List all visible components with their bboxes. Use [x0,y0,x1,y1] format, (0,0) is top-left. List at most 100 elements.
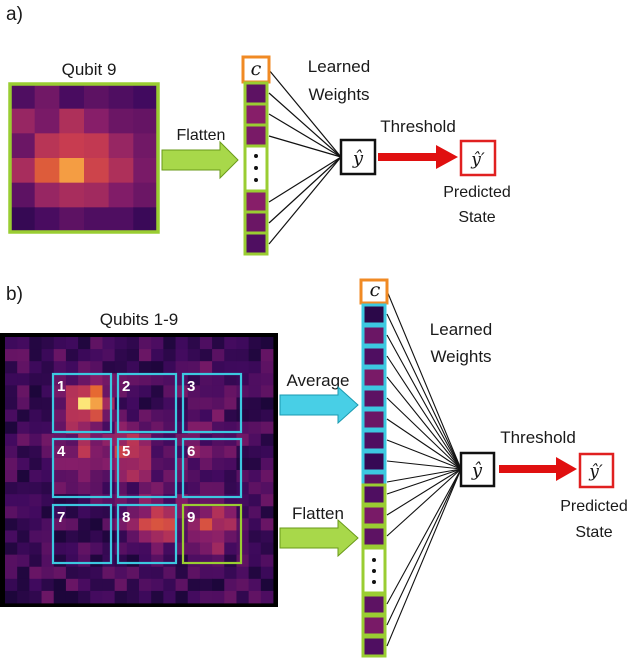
heatmap-cell [102,445,116,459]
heatmap-cell [139,518,152,531]
heatmap-cell [78,457,91,471]
heatmap-cell [175,349,189,362]
heatmap-cell [53,530,67,543]
flatten-cell [361,525,387,548]
heatmap-cell [65,409,79,423]
heatmap-cell [236,578,250,592]
heatmap-cell [10,133,36,159]
heatmap-cell [236,409,250,423]
output-symbol-a: ŷ [352,148,364,169]
weight-line [386,418,462,470]
heatmap-cell [102,385,116,398]
heatmap-cell [187,470,201,483]
heatmap-cell [102,349,116,362]
heatmap-cell [53,482,67,495]
weights-lines-a [268,69,342,245]
heatmap-cell [151,518,164,531]
heatmap-cell [133,182,159,208]
heatmap-cell [78,349,91,362]
heatmap-cell [78,409,91,423]
average-cell [361,345,387,368]
bias-symbol-b: c [370,279,381,301]
weight-line [386,313,462,470]
weight-line [386,468,462,495]
average-cell [361,303,387,326]
heatmap-cell [212,566,225,580]
weight-line [386,376,462,470]
heatmap-cell [90,349,103,362]
heatmap-cell [29,518,42,531]
heatmap-cell [5,373,18,386]
qubit-region-box [181,372,243,434]
heatmap-cell [78,397,91,410]
heatmap-cell [102,518,116,531]
heatmap-cell [41,482,55,495]
heatmap-cell [175,361,189,374]
weight-line [386,355,462,470]
heatmap-cell [41,361,55,374]
heatmap-cell [90,518,103,531]
qubit-number: 8 [122,509,130,526]
heatmap-cell [53,457,67,471]
heatmap-cell [212,506,225,519]
heatmap-cell [59,84,85,110]
heatmap-cell [65,373,79,386]
heatmap-cell [260,518,274,531]
flatten-label-a: Flatten [177,127,226,144]
heatmap-cell [151,566,164,580]
heatmap-cell [187,397,201,410]
heatmap-cell [163,542,176,556]
qubit-region-box [116,372,178,434]
heatmap-cell [175,518,189,531]
heatmap-cell [236,457,250,471]
heatmap-cell [224,385,237,398]
heatmap-cell [114,578,128,592]
heatmap-cell [133,133,159,159]
heatmap-cell [187,349,201,362]
heatmap-cell [65,518,79,531]
heatmap-cell [212,373,225,386]
heatmap-cell [17,566,30,580]
heatmap-cell [29,337,42,350]
ellipsis-dot [372,569,376,573]
weight-line [268,92,342,158]
heatmap-cell [65,578,79,592]
heatmap-cell [53,397,67,410]
heatmap-cell [151,590,164,604]
heatmap-cell [212,482,225,495]
weight-line [386,397,462,470]
heatmap-cell [187,445,201,459]
heatmap-cell [260,566,274,580]
heatmap-cell [90,445,103,459]
heatmap-cell [139,445,152,459]
heatmap-cell [187,542,201,556]
heatmap-cell [236,433,250,447]
heatmap-cell [126,385,140,398]
heatmap-cell [102,482,116,495]
heatmap-cell [236,506,250,519]
heatmap-cell [102,506,116,519]
heatmap-cell [175,337,189,350]
bias-cell [359,278,389,305]
output-node-a [339,138,377,176]
heatmap-cell [53,566,67,580]
heatmap-cell [139,530,152,543]
heatmap-cell [224,445,237,459]
heatmap-cell [248,518,262,531]
heatmap-cell [114,566,128,580]
heatmap-cell [199,482,213,495]
qubit-region-box [51,503,113,565]
heatmap-cell [126,409,140,423]
heatmap-cell [90,578,103,592]
heatmap-cell [139,542,152,556]
heatmap-cell [41,590,55,604]
heatmap-cell [34,84,60,110]
heatmap-cell [5,421,18,435]
heatmap-cell [163,445,176,459]
heatmap-cell [248,349,262,362]
heatmap-cell [260,554,274,568]
qubit-number: 6 [187,443,195,460]
heatmap-cell [17,457,30,471]
heatmap-cell [53,385,67,398]
